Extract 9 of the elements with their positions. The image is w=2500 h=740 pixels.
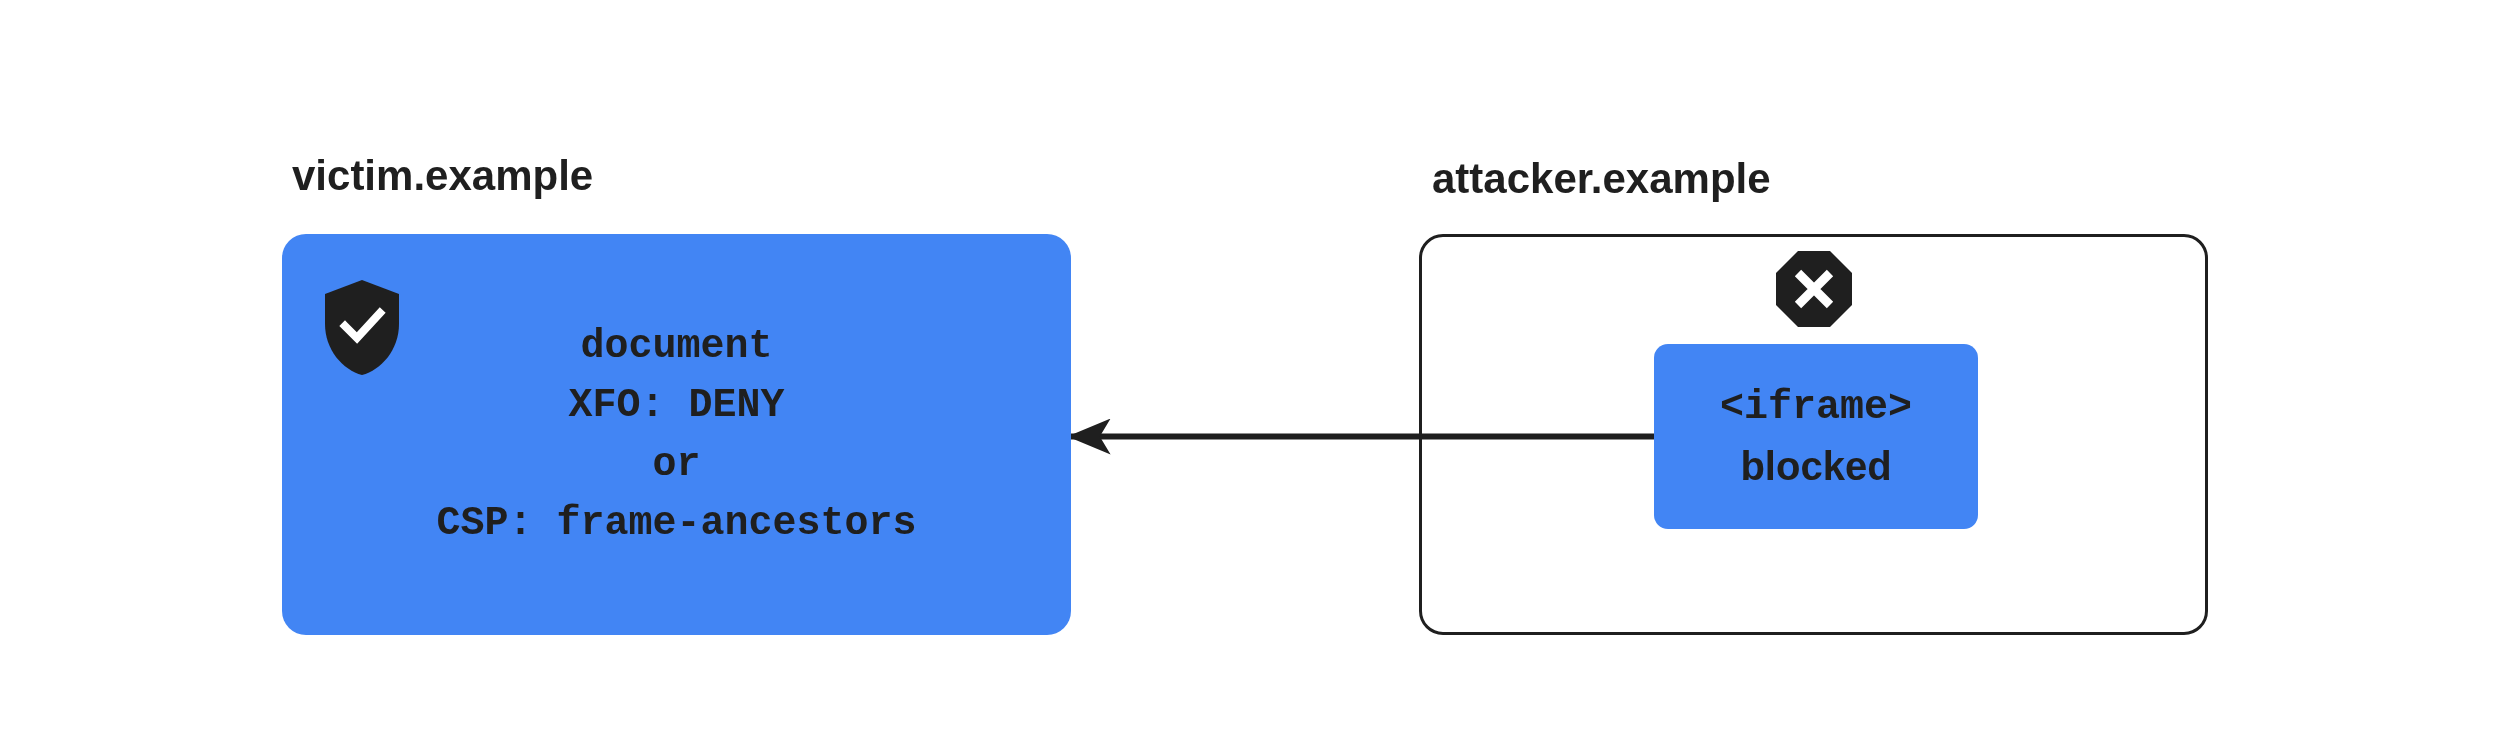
box-text: <iframe> [1720, 383, 1912, 432]
box-text: XFO: DENY [568, 381, 785, 430]
domain-heading: victim.example [292, 152, 594, 200]
box-text: document [580, 322, 773, 371]
box-text: blocked [1740, 442, 1892, 490]
box-text: or [652, 440, 701, 489]
domain-heading: attacker.example [1432, 155, 1771, 203]
box-text: CSP: frame-ancestors [436, 499, 917, 548]
iframe-box [1654, 344, 1978, 529]
